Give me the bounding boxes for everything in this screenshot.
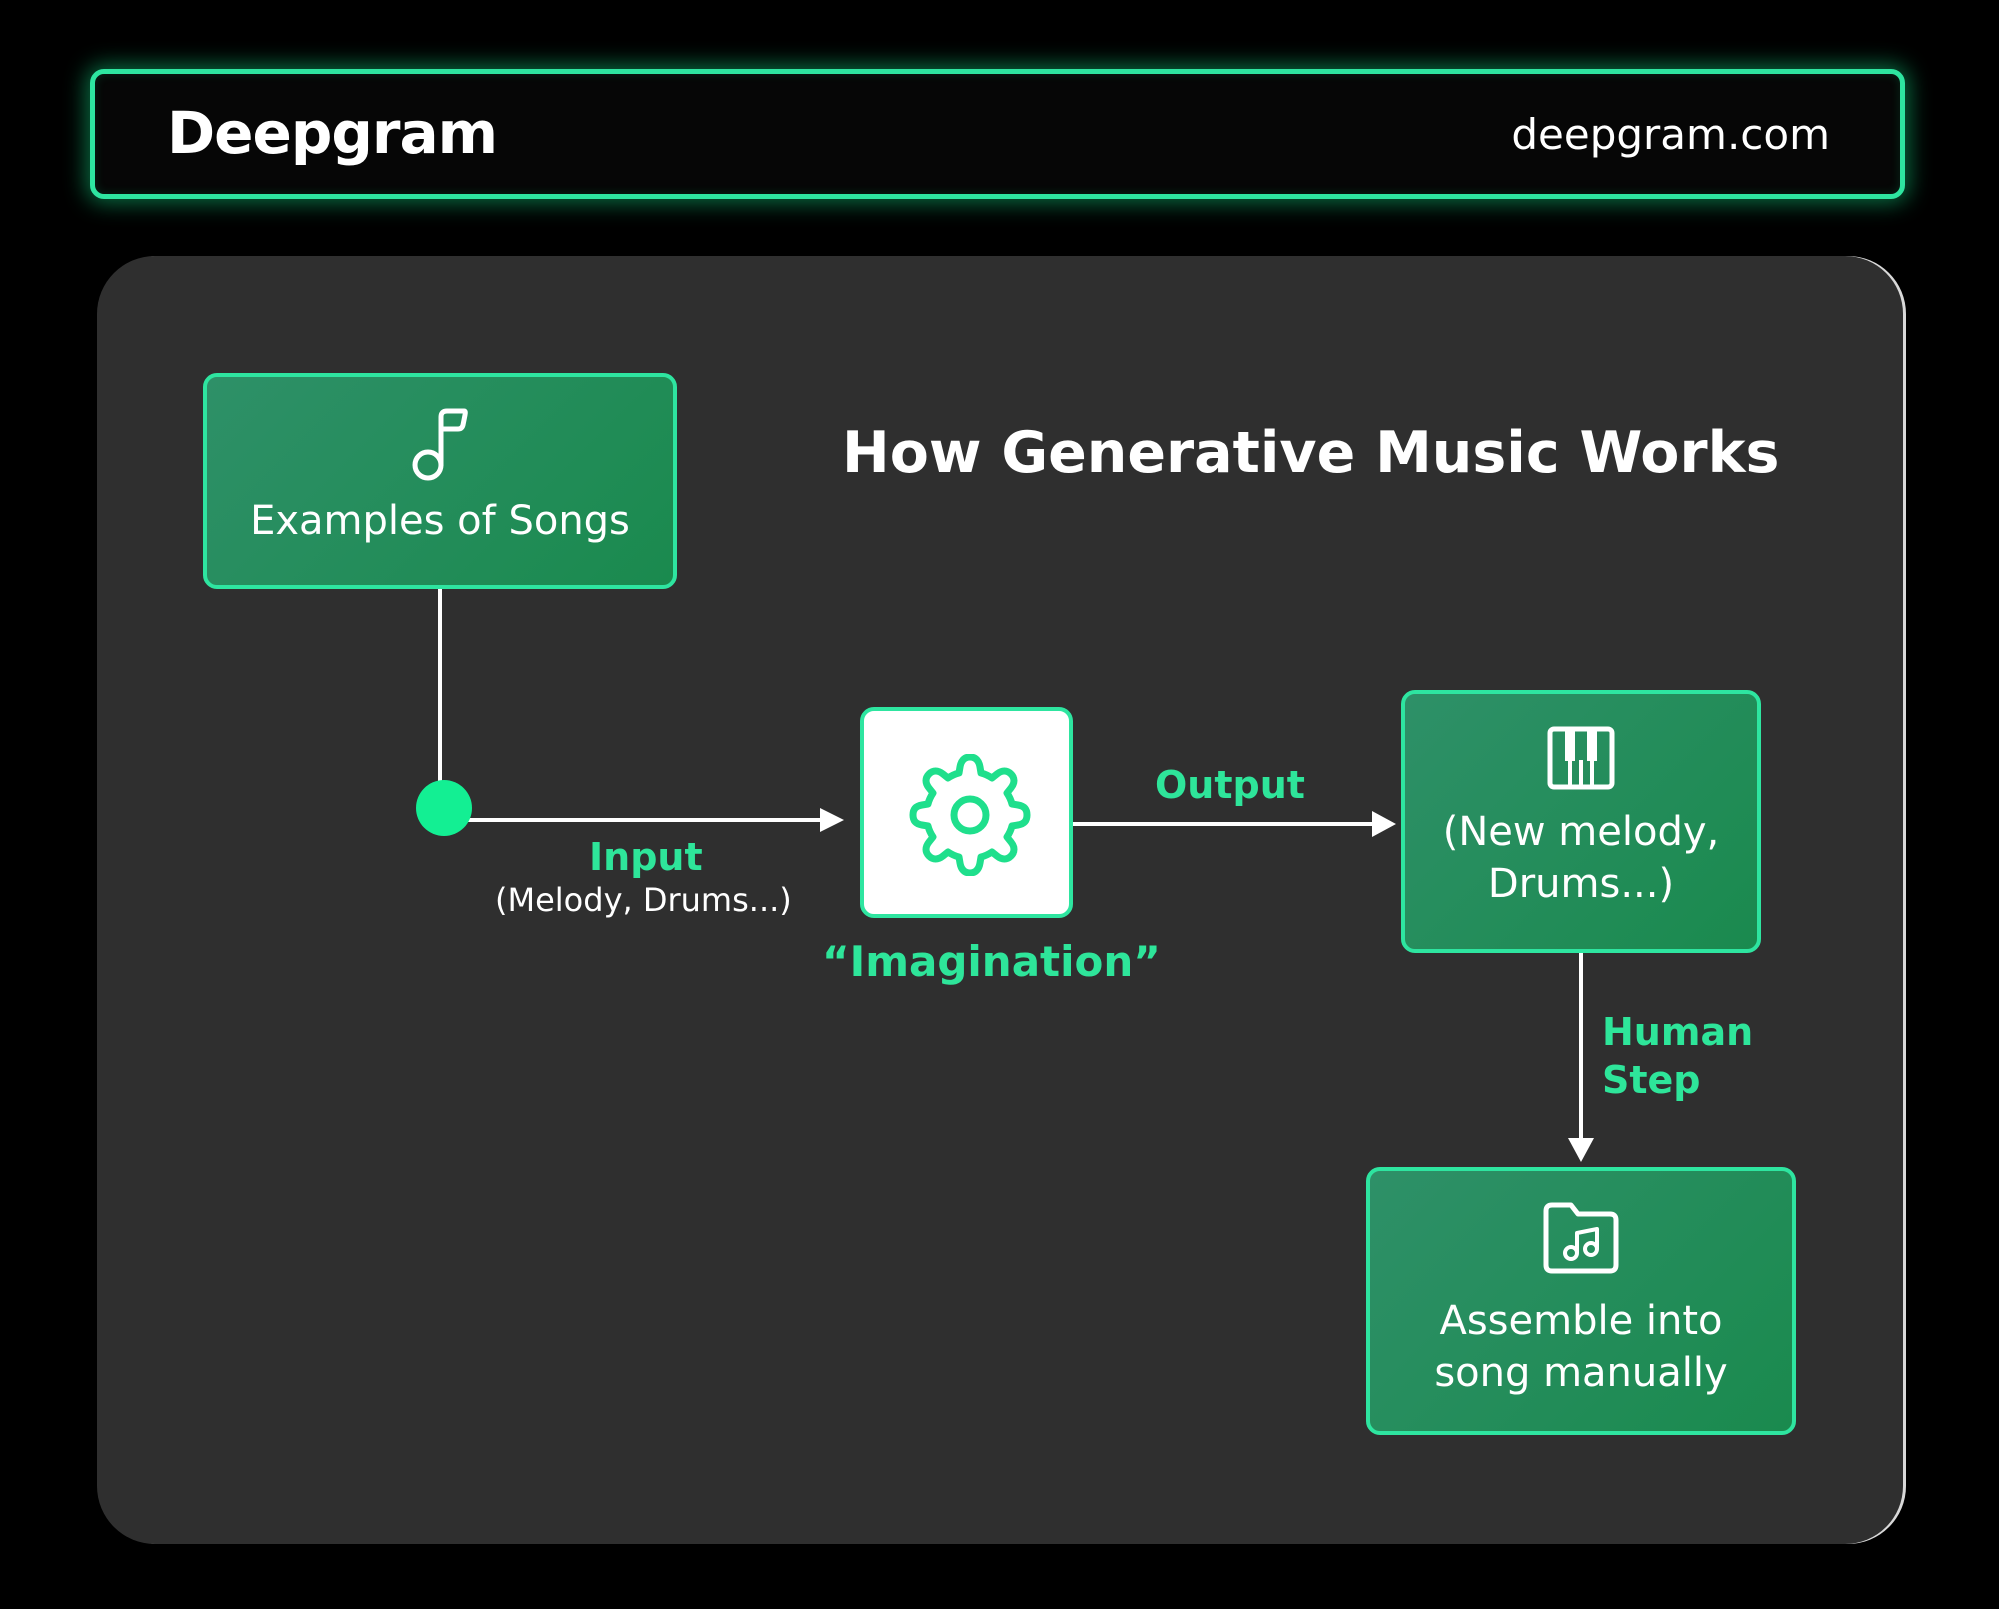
node-examples-of-songs: Examples of Songs xyxy=(203,373,677,589)
music-folder-icon xyxy=(1543,1202,1619,1274)
node-output-label-line2: Drums...) xyxy=(1487,861,1675,907)
gear-icon xyxy=(909,754,1031,876)
node-new-melody: (New melody, Drums...) xyxy=(1401,690,1761,953)
site-url[interactable]: deepgram.com xyxy=(1511,110,1830,159)
edge-label-output: Output xyxy=(1155,763,1305,807)
node-output-label: (New melody, Drums...) xyxy=(1405,806,1757,910)
brand-logo: Deepgram xyxy=(167,99,498,167)
edge-label-input: Input xyxy=(589,835,703,879)
arrowhead-human-step xyxy=(1568,1138,1594,1162)
edge-label-human-step: Human Step xyxy=(1602,1008,1782,1104)
node-examples-label: Examples of Songs xyxy=(250,498,630,544)
start-dot xyxy=(416,780,472,836)
edge-sublabel-input: (Melody, Drums...) xyxy=(495,881,792,919)
edge-label-human-line2: Step xyxy=(1602,1058,1701,1102)
node-assemble-label-line1: Assemble into xyxy=(1439,1298,1723,1344)
arrowhead-output xyxy=(1372,811,1396,837)
node-assemble-song: Assemble into song manually xyxy=(1366,1167,1796,1435)
edge-label-human-line1: Human xyxy=(1602,1010,1754,1054)
music-note-icon xyxy=(412,408,468,481)
node-imagination xyxy=(860,707,1073,918)
arrowhead-input xyxy=(820,808,844,832)
node-assemble-label-line2: song manually xyxy=(1434,1350,1728,1396)
node-output-label-line1: (New melody, xyxy=(1442,809,1720,855)
piano-keys-icon xyxy=(1547,726,1615,790)
caption-imagination: “Imagination” xyxy=(822,937,1161,986)
node-assemble-label: Assemble into song manually xyxy=(1370,1295,1792,1399)
diagram-title: How Generative Music Works xyxy=(842,420,1780,486)
header-bar: Deepgram deepgram.com xyxy=(90,69,1905,199)
